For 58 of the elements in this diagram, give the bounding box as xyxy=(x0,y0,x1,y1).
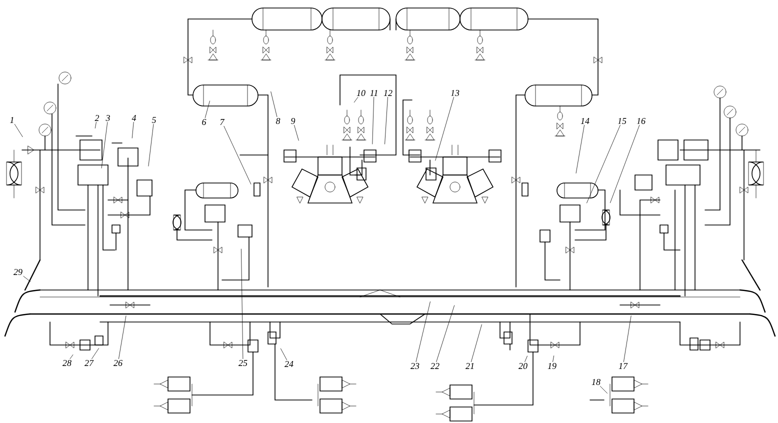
callout-number: 27 xyxy=(84,360,94,366)
leader-line xyxy=(294,125,299,141)
leader-line xyxy=(416,301,430,362)
leader-line xyxy=(241,248,244,359)
callout-number: 14 xyxy=(580,118,590,124)
leader-line xyxy=(92,348,99,360)
callout-number: 9 xyxy=(291,118,296,124)
leader-line xyxy=(372,96,374,144)
callout-number: 21 xyxy=(466,363,474,369)
leader-line xyxy=(70,354,74,359)
leader-line xyxy=(14,124,23,138)
leader-line xyxy=(94,122,96,128)
callout-number: 19 xyxy=(548,362,556,370)
callout-number: 13 xyxy=(450,90,460,96)
leader-line xyxy=(23,276,31,282)
leader-line xyxy=(204,100,210,118)
leader-line xyxy=(471,324,482,362)
leader-line xyxy=(118,316,126,359)
leader-line xyxy=(436,305,455,362)
callout-number: 23 xyxy=(410,362,420,370)
callout-number: 25 xyxy=(238,360,248,366)
callout-number: 7 xyxy=(220,119,225,125)
callout-number: 15 xyxy=(618,118,626,124)
leader-line xyxy=(101,122,108,168)
callout-number: 5 xyxy=(152,117,156,123)
leader-line xyxy=(524,356,528,362)
leader-line xyxy=(224,126,252,184)
callout-number: 11 xyxy=(370,90,378,96)
leader-line xyxy=(435,97,454,161)
callout-number: 6 xyxy=(202,118,206,126)
leader-line xyxy=(623,316,632,362)
callout-number: 2 xyxy=(94,115,100,121)
callout-number: 16 xyxy=(636,118,646,124)
callout-number: 1 xyxy=(10,117,14,123)
leader-line xyxy=(552,356,554,362)
leader-line xyxy=(600,386,608,394)
callout-number: 10 xyxy=(356,90,366,96)
leader-line xyxy=(148,124,154,166)
leader-line xyxy=(270,91,278,117)
leader-line xyxy=(384,96,388,144)
leader-line xyxy=(132,122,134,138)
leader-line xyxy=(610,125,640,203)
callout-number: 4 xyxy=(132,115,136,121)
leader-line xyxy=(354,97,358,103)
callout-number: 29 xyxy=(14,268,22,276)
callout-number: 26 xyxy=(114,360,122,366)
callout-number: 18 xyxy=(592,378,600,386)
callout-number: 22 xyxy=(430,363,440,369)
callout-number: 8 xyxy=(276,118,280,124)
callout-number: 28 xyxy=(62,360,72,366)
callout-number: 17 xyxy=(618,363,628,369)
leader-line xyxy=(280,348,287,360)
leader-line xyxy=(576,124,584,174)
leader-line xyxy=(586,125,620,204)
callout-number: 12 xyxy=(384,90,392,96)
callout-number: 20 xyxy=(518,362,528,370)
callout-number: 24 xyxy=(284,361,294,367)
callout-number: 3 xyxy=(106,114,110,122)
